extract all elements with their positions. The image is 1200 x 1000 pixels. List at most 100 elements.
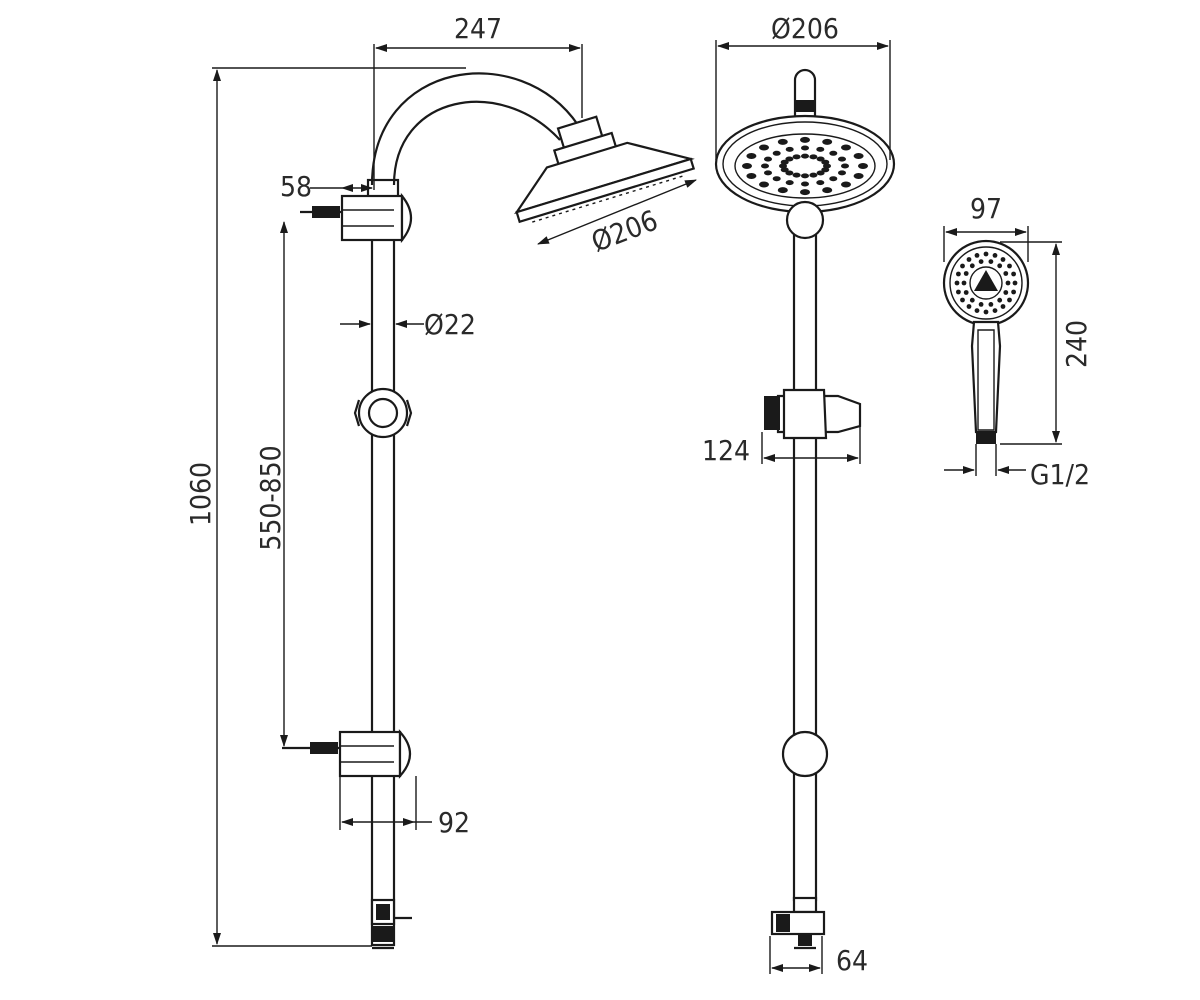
front-riser-pipe	[792, 228, 818, 902]
nozzle-dot	[777, 138, 788, 145]
front-shower-head	[714, 114, 896, 240]
hand-nozzle-dot	[1000, 257, 1006, 262]
hand-nozzle-dot	[978, 302, 984, 307]
nozzle-dot	[841, 144, 851, 151]
hand-nozzle-dot	[988, 259, 994, 264]
hand-nozzle-dot	[954, 280, 960, 286]
hand-nozzle-dot	[1007, 263, 1012, 269]
bottom-wall-bracket	[282, 729, 412, 779]
nozzle-dot	[792, 172, 801, 178]
nozzle-dot	[764, 170, 772, 176]
nozzle-dot	[777, 187, 788, 194]
nozzle-dot	[821, 159, 830, 165]
hand-nozzle-dot	[956, 289, 961, 295]
hand-nozzle-dot	[1003, 271, 1009, 276]
nozzle-dot	[759, 144, 769, 151]
nozzle-dot	[785, 156, 794, 162]
top-wall-bracket	[300, 192, 413, 244]
dim-58: 58	[280, 170, 312, 203]
hand-nozzle-dot	[1012, 280, 1018, 286]
nozzle-dot	[816, 156, 825, 162]
nozzle-dot	[772, 150, 781, 156]
nozzle-dot	[772, 176, 781, 182]
nozzle-dot	[785, 146, 794, 152]
nozzle-dot	[822, 138, 833, 145]
hand-nozzle-dot	[960, 297, 965, 303]
hand-nozzle-dot	[1007, 297, 1012, 303]
hand-nozzle-dot	[1003, 290, 1009, 295]
dim-pipe-dia: Ø22	[424, 308, 476, 341]
nozzle-dot	[780, 167, 789, 173]
nozzle-dot	[816, 170, 825, 176]
hand-nozzle-dot	[963, 271, 969, 276]
nozzle-dot	[816, 180, 825, 186]
hand-nozzle-dot	[988, 302, 994, 307]
hand-nozzle-dot	[992, 308, 998, 313]
diverter-valve-side	[370, 898, 412, 950]
nozzle-dot	[838, 156, 846, 162]
nozzle-dot	[822, 187, 833, 194]
nozzle-dot	[821, 167, 830, 173]
hand-nozzle-dot	[1005, 280, 1011, 286]
hand-nozzle-dot	[974, 253, 980, 258]
nozzle-dot	[746, 173, 757, 179]
dim-247: 247	[454, 12, 502, 45]
shower-arm	[370, 72, 579, 186]
hand-nozzle-dot	[961, 280, 967, 286]
nozzle-dot	[816, 146, 825, 152]
nozzle-dot	[809, 172, 818, 178]
nozzle-dot	[800, 189, 810, 196]
nozzle-dot	[746, 153, 757, 159]
nozzle-dot	[785, 180, 794, 186]
nozzle-dot	[792, 154, 801, 160]
nozzle-dot	[801, 181, 809, 187]
hand-nozzle-dot	[974, 308, 980, 313]
dim-head-dia-top: Ø206	[771, 12, 839, 45]
nozzle-dot	[761, 163, 769, 169]
dim-head-dia-tilted: Ø206	[587, 204, 662, 259]
nozzle-dot	[764, 156, 772, 162]
hand-nozzle-dot	[1011, 271, 1016, 277]
dim-92: 92	[438, 806, 470, 839]
nozzle-dot	[809, 154, 818, 160]
hand-nozzle-dot	[969, 263, 975, 269]
nozzle-dot	[853, 153, 864, 159]
slider-holder-front	[764, 388, 862, 440]
nozzle-dot	[759, 181, 769, 188]
hand-nozzle-dot	[956, 271, 961, 277]
hand-nozzle-dot	[983, 251, 989, 257]
dim-97: 97	[970, 192, 1002, 225]
riser-pipe	[370, 198, 396, 947]
hand-nozzle-dot	[983, 309, 989, 315]
nozzle-dot	[801, 153, 809, 159]
hand-nozzle-dot	[963, 290, 969, 295]
hand-nozzle-dot	[1011, 289, 1016, 295]
hand-nozzle-dot	[969, 297, 975, 303]
front-view: Ø206 124 64	[702, 12, 896, 977]
dim-240: 240	[1060, 320, 1093, 368]
hand-shower: 97 240 G1/2	[942, 192, 1093, 491]
nozzle-dot	[780, 159, 789, 165]
nozzle-dot	[829, 150, 838, 156]
hand-nozzle-dot	[992, 253, 998, 258]
dim-550-850: 550-850	[254, 445, 287, 550]
hand-nozzle-dot	[1000, 304, 1006, 309]
slider-holder-side	[353, 387, 413, 439]
nozzle-dot	[823, 163, 831, 169]
hand-nozzle-dot	[978, 259, 984, 264]
nozzle-dot	[742, 163, 752, 169]
nozzle-dot	[841, 181, 851, 188]
nozzle-dot	[853, 173, 864, 179]
dim-124: 124	[702, 434, 750, 467]
hand-nozzle-dot	[966, 257, 972, 262]
nozzle-dot	[800, 136, 810, 143]
hand-nozzle-dot	[997, 263, 1003, 269]
nozzle-dot	[801, 145, 809, 151]
diverter-valve-front	[770, 896, 826, 950]
hand-nozzle-dot	[966, 304, 972, 309]
dim-64: 64	[836, 944, 868, 977]
nozzle-dot	[829, 176, 838, 182]
hand-nozzle-dot	[960, 263, 965, 269]
nozzle-dot	[838, 170, 846, 176]
